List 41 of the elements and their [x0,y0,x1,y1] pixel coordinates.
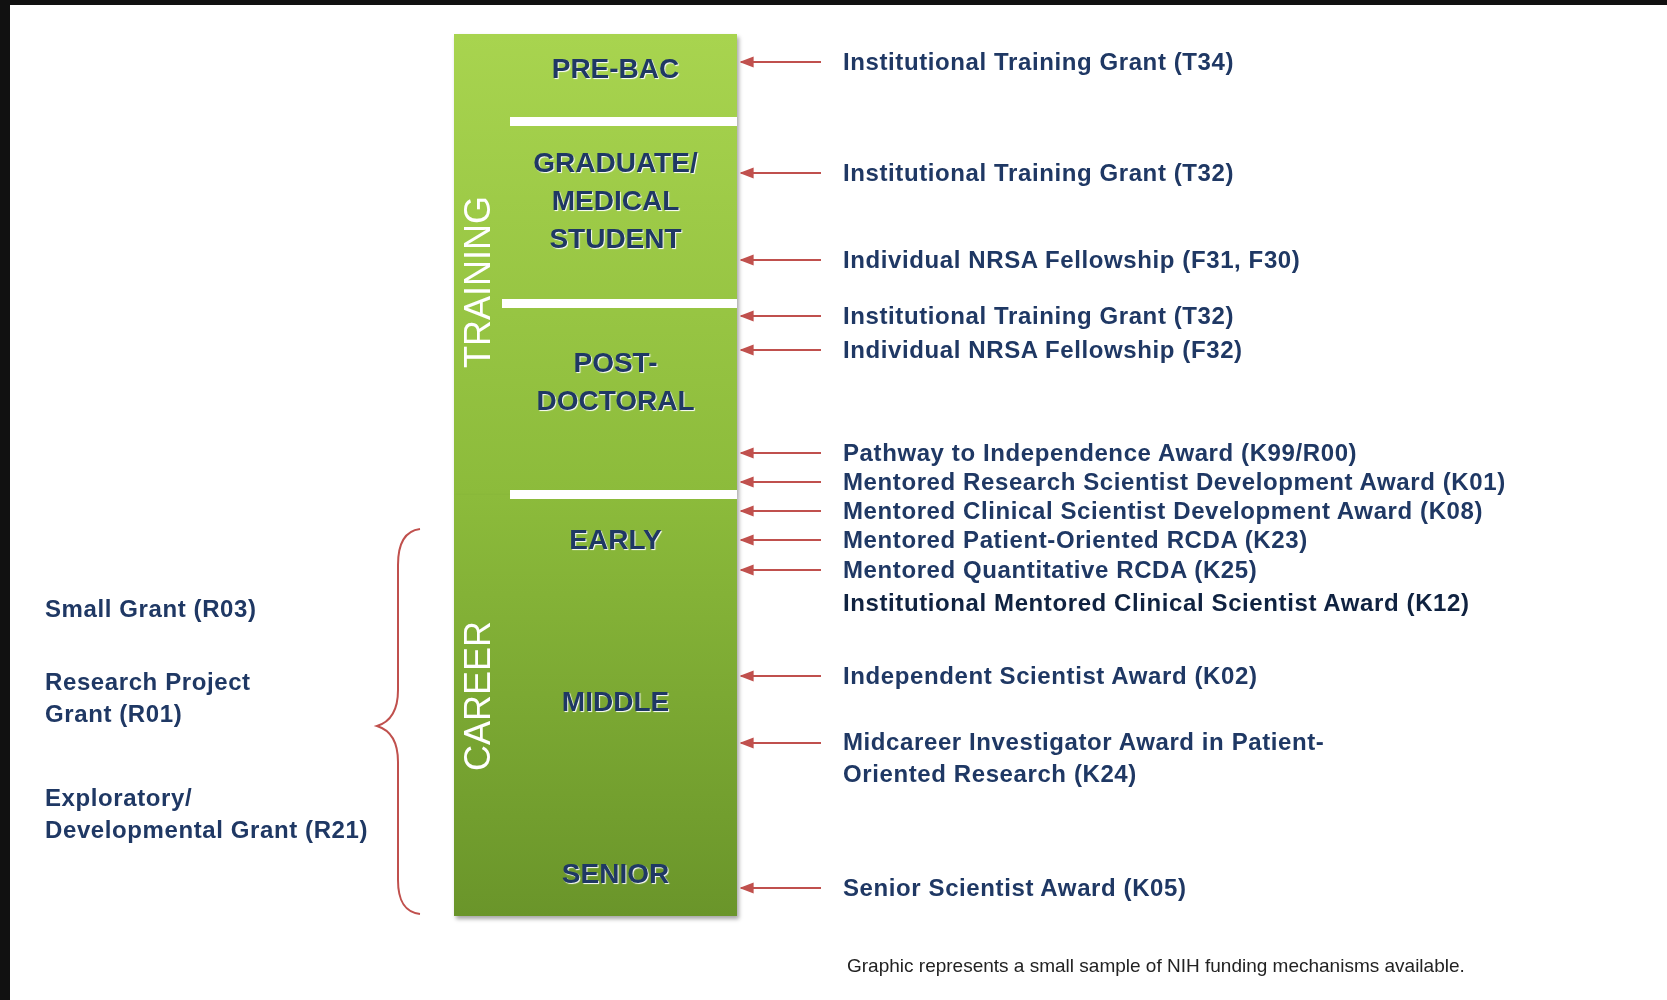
arrow [739,534,822,546]
arrow [739,505,822,517]
grant-name: Senior Scientist Award (K05) [843,872,1187,904]
grant-name: Mentored Clinical Scientist Development Award (K08) [843,495,1484,527]
band-label: TRAINING [457,196,499,368]
grant-name: Midcareer Investigator Award in Patient-Oriented Research (K24) [843,726,1363,790]
arrow [739,447,822,459]
stage-label: GRADUATE/ MEDICAL STUDENT [533,146,698,256]
stage-label: POST-DOCTORAL [536,346,695,418]
grant-name: Institutional Training Grant (T34) [843,46,1235,78]
arrow [739,737,822,749]
arrow [739,882,822,894]
grant-name: Research Project Grant (R01) [45,667,252,729]
arrow [739,56,822,68]
arrow [739,310,822,322]
stage-band [454,34,737,495]
grant-name: Mentored Research Scientist Development Award (K01) [843,466,1506,498]
grant-name: Institutional Training Grant (T32) [843,157,1235,189]
grant-name: Institutional Training Grant (T32) [843,300,1235,332]
grant-name: Institutional Mentored Clinical Scientist Award (K12) [843,588,1470,618]
band-label: CAREER [457,621,499,771]
grant-name: Mentored Quantitative RCDA (K25) [843,554,1258,586]
arrow [739,344,822,356]
stage-band [454,495,737,916]
stage-label: EARLY [569,523,662,557]
stage-label: PRE-BAC [551,52,680,86]
grant-name: Small Grant (R03) [45,594,257,624]
grant-name: Individual NRSA Fellowship (F32) [843,334,1243,366]
arrow [739,564,822,576]
arrow [739,670,822,682]
grant-name: Independent Scientist Award (K02) [843,660,1258,692]
grant-name: Pathway to Independence Award (K99/R00) [843,437,1358,469]
grant-name: Individual NRSA Fellowship (F31, F30) [843,244,1301,276]
grant-name: Mentored Patient-Oriented RCDA (K23) [843,524,1308,556]
arrow [739,254,822,266]
stage-label: MIDDLE [561,685,670,719]
stage-label: SENIOR [561,857,670,891]
caption: Graphic represents a small sample of NIH funding mechanisms available. [847,955,1465,977]
arrow [739,476,822,488]
arrow [739,167,822,179]
grant-name: Exploratory/ Developmental Grant (R21) [45,783,370,845]
